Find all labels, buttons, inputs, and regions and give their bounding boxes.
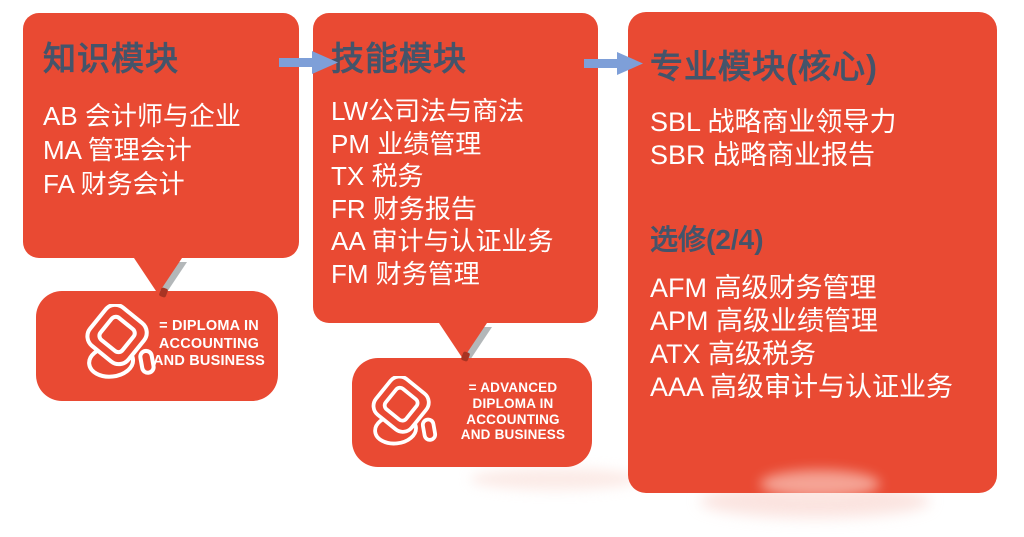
electives-label: 选修(2/4) xyxy=(650,224,764,255)
advanced-diploma-badge: = ADVANCED DIPLOMA IN ACCOUNTING AND BUS… xyxy=(352,358,592,467)
skills-module-title: 技能模块 xyxy=(331,40,467,77)
professional-elective-items: AFM 高级财务管理 APM 高级业绩管理 ATX 高级税务 AAA 高级审计与… xyxy=(650,272,997,404)
down-triangle-icon xyxy=(134,258,182,294)
badge-text-line: = ADVANCED xyxy=(468,380,558,395)
list-item: ATX 高级税务 xyxy=(650,339,817,369)
list-item: AFM 高级财务管理 xyxy=(650,273,877,303)
knowledge-module-title: 知识模块 xyxy=(43,40,179,77)
background-smudge xyxy=(470,468,640,490)
background-smudge xyxy=(760,470,880,498)
skills-module-box: 技能模块 LW公司法与商法 PM 业绩管理 TX 税务 FR 财务报告 AA 审… xyxy=(313,13,598,323)
list-item: SBL 战略商业领导力 xyxy=(650,107,897,137)
skills-module-items: LW公司法与商法 PM 业绩管理 TX 税务 FR 财务报告 AA 审计与认证业… xyxy=(331,95,598,290)
list-item: MA 管理会计 xyxy=(43,135,192,165)
professional-module-title: 专业模块(核心) xyxy=(650,48,878,85)
list-item: AA 审计与认证业务 xyxy=(331,226,554,256)
professional-module-box: 专业模块(核心) SBL 战略商业领导力 SBR 战略商业报告 选修(2/4) … xyxy=(628,12,997,493)
right-arrow-icon xyxy=(279,51,338,74)
list-item: LW公司法与商法 xyxy=(331,96,525,126)
right-arrow-icon xyxy=(584,52,643,75)
professional-core-items: SBL 战略商业领导力 SBR 战略商业报告 xyxy=(650,106,997,172)
badge-text-line: DIPLOMA IN xyxy=(472,395,554,411)
badge-text-line: AND BUSINESS xyxy=(153,353,265,369)
list-item: FM 财务管理 xyxy=(331,258,480,289)
diploma-badge: = DIPLOMA IN ACCOUNTING AND BUSINESS xyxy=(36,291,278,401)
graduation-cap-icon xyxy=(371,376,438,446)
graduation-cap-icon xyxy=(85,304,156,379)
list-item: FR 财务报告 xyxy=(331,193,477,224)
list-item: AAA 高级审计与认证业务 xyxy=(650,372,954,402)
diploma-badge-text: = DIPLOMA IN ACCOUNTING AND BUSINESS xyxy=(152,318,266,371)
advanced-diploma-badge-text: = ADVANCED DIPLOMA IN ACCOUNTING AND BUS… xyxy=(450,380,576,443)
list-item: PM 业绩管理 xyxy=(331,128,482,159)
list-item: TX 税务 xyxy=(331,161,424,191)
badge-text-line: ACCOUNTING xyxy=(466,411,560,427)
badge-text-line: ACCOUNTING xyxy=(158,335,260,352)
list-item: SBR 战略商业报告 xyxy=(650,140,876,170)
knowledge-module-items: AB 会计师与企业 MA 管理会计 FA 财务会计 xyxy=(43,99,299,201)
badge-text-line: AND BUSINESS xyxy=(460,427,566,443)
list-item: AB 会计师与企业 xyxy=(43,101,241,131)
badge-text-line: = DIPLOMA IN xyxy=(159,318,259,334)
list-item: FA 财务会计 xyxy=(43,169,185,199)
knowledge-module-box: 知识模块 AB 会计师与企业 MA 管理会计 FA 财务会计 xyxy=(23,13,299,258)
list-item: APM 高级业绩管理 xyxy=(650,306,879,336)
